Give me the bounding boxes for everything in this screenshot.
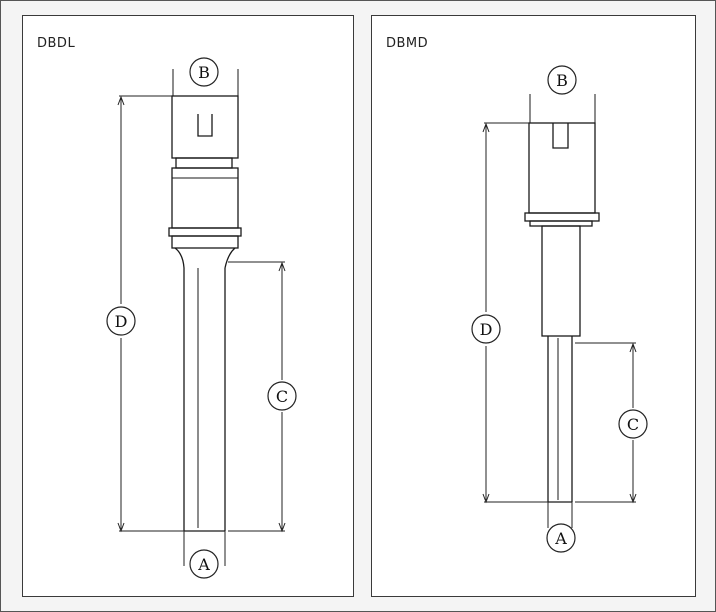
dim-d-arrow-top [117,95,125,106]
label-a: A [197,555,210,574]
dim-d-arrow-bottom [482,493,490,504]
dim-c-arrow-bottom [278,522,286,533]
label-a-circle [189,549,219,579]
label-c: C [627,415,639,434]
shank-head [528,122,596,214]
label-a: A [554,529,567,548]
shank-slot [552,123,569,149]
panel-title: DBMD [386,36,429,51]
dim-c-arrow-bottom [629,493,637,504]
label-a-circle [546,523,576,553]
drawing-dbdl: D C A B [106,57,297,579]
label-b-circle [189,57,219,87]
label-d: D [115,312,128,331]
flange [524,212,600,222]
flange-lower [529,220,593,227]
dim-c-arrow-top [278,261,286,272]
drawing-dbmd: D C A B [471,65,648,553]
body-taper-right [224,247,236,269]
label-d-circle [106,306,136,336]
label-c-circle [618,409,648,439]
flange [168,227,242,237]
upper-body [541,225,581,337]
dim-d-arrow-top [482,122,490,133]
label-c: C [276,387,288,406]
label-b: B [556,71,568,90]
panel-title: DBDL [37,36,76,51]
shank-slot [197,114,213,137]
panel-dbdl: DBDL [22,15,354,597]
label-b: B [198,63,210,82]
panel-dbmd: DBMD D [371,15,696,597]
body-taper-left [174,247,185,269]
label-b-circle [547,65,577,95]
label-d: D [480,320,493,339]
label-c-circle [267,381,297,411]
label-d-circle [471,314,501,344]
dim-c-arrow-top [629,342,637,353]
collar-body [171,167,239,229]
flange-lower [171,235,239,249]
shank-neck [175,157,233,169]
shank-head [171,95,239,159]
dim-d-arrow-bottom [117,522,125,533]
